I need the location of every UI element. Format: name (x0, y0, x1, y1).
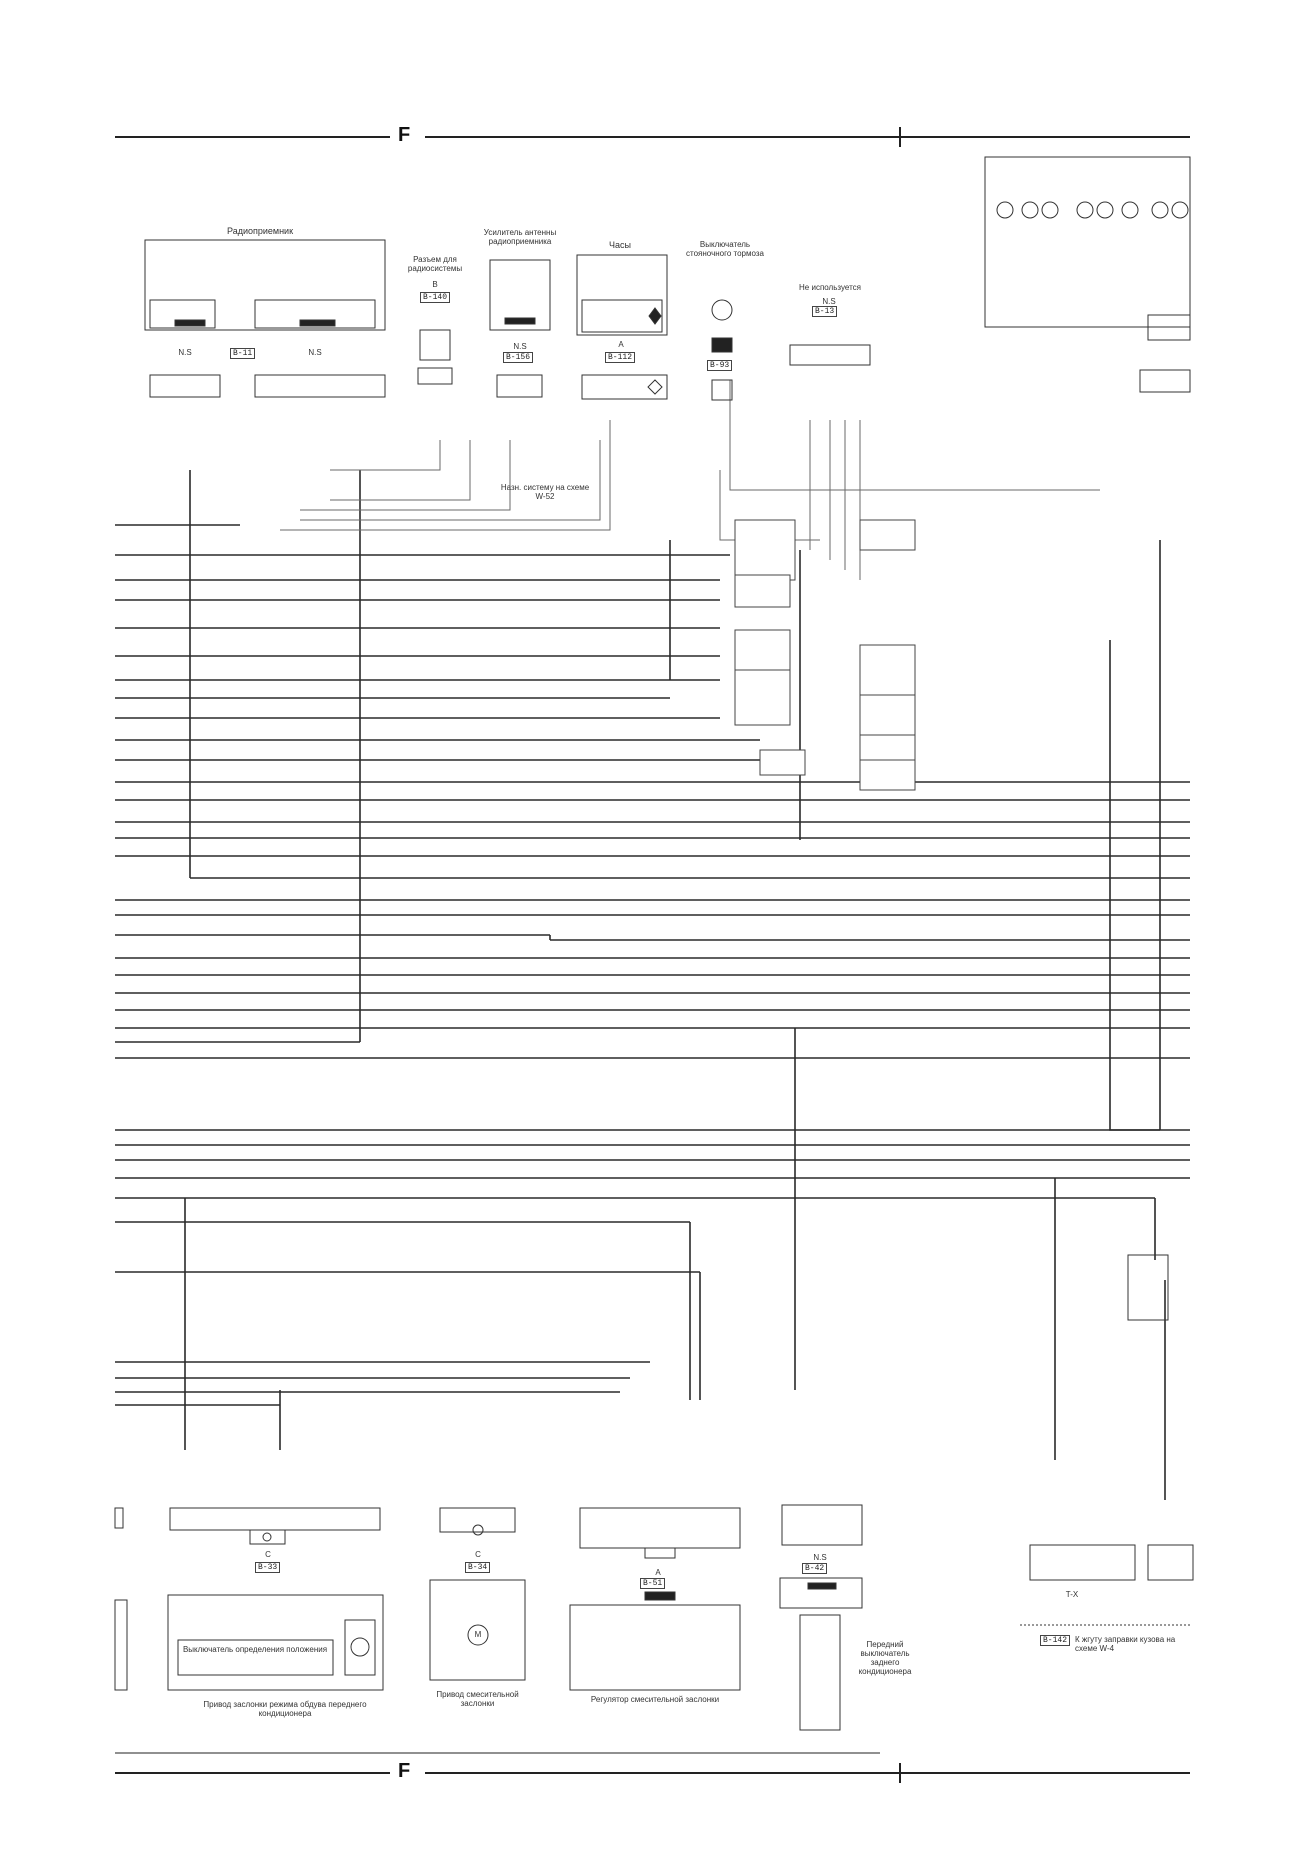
mode-actuator-title: Привод заслонки режима обдува переднего … (203, 1700, 367, 1718)
top-right-block (984, 156, 1191, 393)
radio-connector-tag: B-140 (420, 292, 451, 303)
not-used-title: Не используется (799, 283, 861, 292)
clock-title: Часы (609, 240, 631, 250)
rear-ac-switch-tag: B-42 (802, 1563, 828, 1574)
bottom-right-sub: T-X (1065, 1590, 1079, 1599)
mix-actuator-title: Привод смесительной заслонки (436, 1690, 519, 1708)
radio-conn-tag: B-11 (230, 348, 256, 359)
mix-regulator-tag: B-51 (640, 1578, 666, 1589)
note-w4-tag: B-142 (1040, 1635, 1071, 1646)
brake-switch-tag: B-93 (707, 360, 733, 371)
thin-wires (280, 380, 1100, 580)
mix-actuator-tag: B-34 (465, 1562, 491, 1573)
antenna-amp-component (489, 259, 551, 398)
radio-connector-sub: B (432, 280, 438, 289)
radio-connector-component (417, 329, 453, 385)
radio-ns-1: N.S (178, 348, 192, 357)
radio-connector-title: Разъем для радиосистемы (407, 255, 463, 273)
mix-actuator-motor: M (474, 1630, 482, 1639)
mix-actuator-sub: C (475, 1550, 481, 1559)
radio-ns-2: N.S (308, 348, 322, 357)
bottom-right-components (1020, 1254, 1194, 1626)
rear-ac-switch-title: Передний выключатель заднего кондиционер… (858, 1640, 912, 1676)
radio-component (144, 239, 386, 398)
not-used-tag: B-13 (812, 306, 838, 317)
clock-component (576, 254, 668, 400)
mix-regulator-sub: A (655, 1568, 661, 1577)
bus-wires (115, 524, 1190, 1406)
antenna-amp-tag: B-156 (503, 352, 534, 363)
mode-actuator-inner: Выключатель определения положения (182, 1645, 328, 1654)
mode-actuator-component (167, 1507, 384, 1691)
mode-actuator-sub: C (265, 1550, 271, 1559)
mix-regulator-title: Регулятор смесительной заслонки (590, 1695, 720, 1704)
not-used-component (789, 344, 871, 366)
antenna-amp-sub: N.S (513, 342, 527, 351)
left-edge-stubs (114, 1507, 128, 1691)
vertical-wires (184, 470, 1166, 1500)
border-lines (115, 127, 1190, 1783)
note-w4-text: К жгуту заправки кузова на схеме W-4 (1075, 1635, 1176, 1653)
see-note: Назн. систему на схеме W-52 (500, 483, 590, 501)
mix-regulator-component (569, 1507, 741, 1691)
mid-connector-cluster (734, 519, 916, 791)
clock-sub: A (618, 340, 624, 349)
sheet-letter-bottom: F (398, 1760, 411, 1782)
not-used-sub: N.S (822, 297, 836, 306)
antenna-amp-title: Усилитель антенны радиоприемника (483, 228, 557, 246)
brake-switch-title: Выключатель стояночного тормоза (686, 240, 764, 258)
radio-title: Радиоприемник (226, 226, 294, 236)
clock-tag: B-112 (605, 352, 636, 363)
rear-ac-switch-sub: N.S (813, 1553, 827, 1562)
mode-actuator-tag: B-33 (255, 1562, 281, 1573)
mix-actuator-component (429, 1507, 526, 1681)
brake-switch-component (711, 299, 733, 401)
rear-ac-switch-component (779, 1504, 863, 1731)
sheet-letter-top: F (398, 124, 411, 146)
